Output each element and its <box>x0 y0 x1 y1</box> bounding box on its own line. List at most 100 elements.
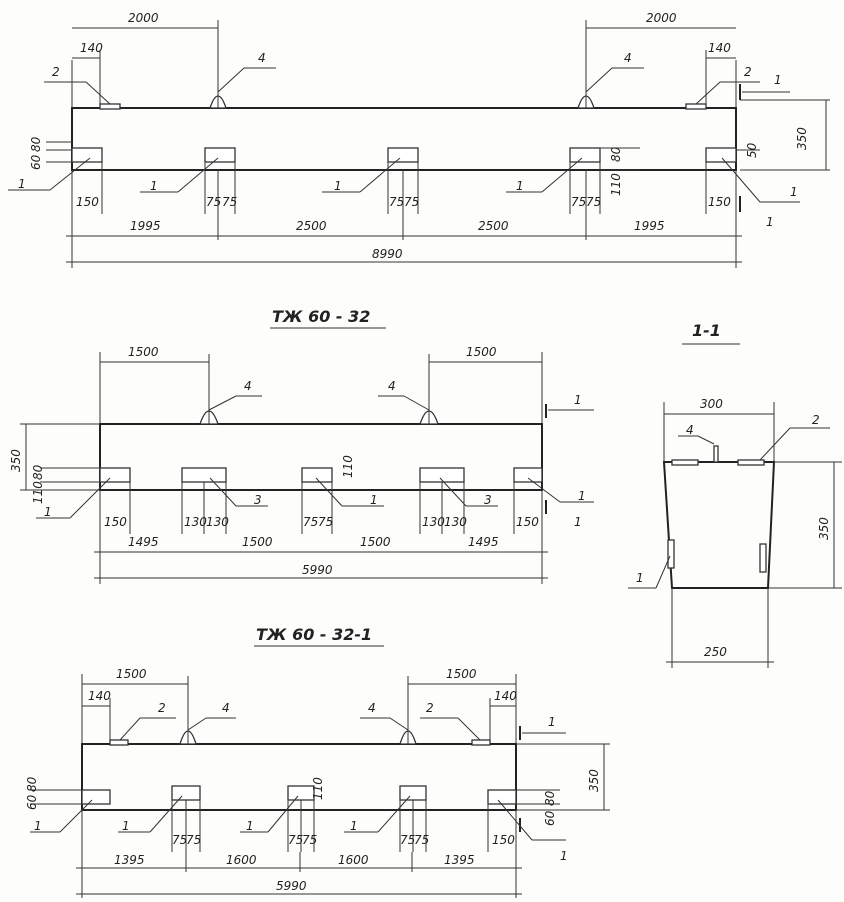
side-plate <box>81 789 111 805</box>
callout-part4: 4 <box>222 701 230 715</box>
callout-part4: 4 <box>624 51 632 65</box>
beam-outline <box>99 423 543 491</box>
section-mark: 1 <box>560 849 568 863</box>
dim-top-right: 1500 <box>446 667 477 681</box>
elevation-mid: ТЖ 60 - 32 1500 1500 4 4 1 1 350 <box>9 307 594 584</box>
side-plate <box>387 147 419 163</box>
dim-seg2: 2500 <box>296 219 327 233</box>
callout-part1: 1 <box>516 179 524 193</box>
dim-p75: 75 <box>571 195 586 209</box>
embedded-plate <box>671 459 699 466</box>
dim-w150-right: 150 <box>492 833 515 847</box>
section-mark: 1 <box>574 515 582 529</box>
dim-p75: 75 <box>186 833 201 847</box>
dim-height: 350 <box>795 127 809 150</box>
dim-seg1: 1395 <box>114 853 145 867</box>
dim-mid-b: 110 <box>609 173 623 196</box>
dim-left-a: 60 <box>29 154 43 170</box>
dim-total: 5990 <box>276 879 307 893</box>
callout-part2: 2 <box>812 413 820 427</box>
dim-top-left: 1500 <box>128 345 159 359</box>
dim-p75: 75 <box>414 833 429 847</box>
callout-part3: 3 <box>254 493 262 507</box>
side-plate <box>171 785 201 801</box>
side-plate <box>667 539 675 569</box>
dim-p75: 75 <box>206 195 221 209</box>
callout-part2: 2 <box>744 65 752 79</box>
section-mark: 1 <box>774 73 782 87</box>
side-plate <box>569 147 601 163</box>
dim-left-a: 60 <box>25 794 39 810</box>
side-plate <box>513 467 543 483</box>
callout-part2: 2 <box>426 701 434 715</box>
dim-section-top: 300 <box>700 397 723 411</box>
section-1-1: 1-1 300 4 2 1 350 250 <box>628 321 842 668</box>
dim-p75: 75 <box>586 195 601 209</box>
dim-edge-right: 140 <box>708 41 731 55</box>
embedded-plate <box>99 103 121 110</box>
callout-part2: 2 <box>158 701 166 715</box>
dim-seg4: 1495 <box>468 535 499 549</box>
dim-w150-left: 150 <box>104 515 127 529</box>
dim-left-a: 80 <box>31 464 45 480</box>
dim-p75: 75 <box>318 515 333 529</box>
section-mark: 1 <box>766 215 774 229</box>
side-plate <box>181 467 227 483</box>
dim-seg3: 1600 <box>338 853 369 867</box>
beam-outline <box>81 743 517 811</box>
dim-top-right: 2000 <box>646 11 677 25</box>
side-plate <box>705 147 737 163</box>
dim-seg4: 1995 <box>634 219 665 233</box>
dim-total: 8990 <box>372 247 403 261</box>
callout-part4: 4 <box>244 379 252 393</box>
section-mark: 1 <box>548 715 556 729</box>
dim-seg4: 1395 <box>444 853 475 867</box>
callout-part3: 3 <box>484 493 492 507</box>
dim-top-left: 1500 <box>116 667 147 681</box>
callout-part1: 1 <box>18 177 26 191</box>
dim-section-bottom: 250 <box>704 645 727 659</box>
dim-p130: 130 <box>184 515 207 529</box>
dim-top-right: 1500 <box>466 345 497 359</box>
dim-p75: 75 <box>222 195 237 209</box>
callout-part2: 2 <box>52 65 60 79</box>
dim-seg2: 1600 <box>226 853 257 867</box>
section-title: 1-1 <box>692 321 721 340</box>
dim-mid-a: 80 <box>609 146 623 162</box>
side-plate <box>204 147 236 163</box>
dim-p75: 75 <box>172 833 187 847</box>
callout-part1: 1 <box>150 179 158 193</box>
callout-part1: 1 <box>122 819 130 833</box>
callout-part1: 1 <box>370 493 378 507</box>
dim-seg2: 1500 <box>242 535 273 549</box>
dim-p75: 75 <box>389 195 404 209</box>
callout-part1: 1 <box>44 505 52 519</box>
dim-seg3: 1500 <box>360 535 391 549</box>
dim-w150-left: 150 <box>76 195 99 209</box>
callout-part4: 4 <box>368 701 376 715</box>
dim-height: 350 <box>587 769 601 792</box>
dim-edge-left: 140 <box>88 689 111 703</box>
dim-p75: 75 <box>288 833 303 847</box>
dim-section-height: 350 <box>817 517 831 540</box>
dim-edge-left: 140 <box>80 41 103 55</box>
dim-left-b: 110 <box>31 481 45 504</box>
callout-part1: 1 <box>790 185 798 199</box>
dim-edge-right: 140 <box>494 689 517 703</box>
dim-p75: 75 <box>404 195 419 209</box>
dim-p75: 75 <box>400 833 415 847</box>
dim-p130: 130 <box>206 515 229 529</box>
title-mid: ТЖ 60 - 32 <box>272 307 370 326</box>
dim-p130: 130 <box>444 515 467 529</box>
side-plate <box>99 467 131 483</box>
embedded-plate <box>737 459 765 466</box>
side-plate <box>487 789 517 805</box>
dim-seg1: 1995 <box>130 219 161 233</box>
embedded-plate <box>471 739 491 746</box>
dim-seg1: 1495 <box>128 535 159 549</box>
elevation-bottom: ТЖ 60 - 32-1 1500 1500 140 140 2 4 4 <box>25 625 610 898</box>
dim-w150-right: 150 <box>708 195 731 209</box>
dim-seg3: 2500 <box>478 219 509 233</box>
embedded-plate <box>685 103 707 110</box>
callout-part1: 1 <box>636 571 644 585</box>
